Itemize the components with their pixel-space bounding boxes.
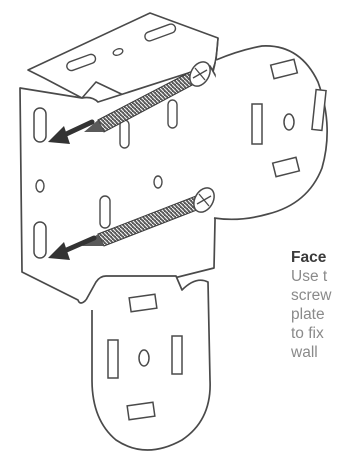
caption-line: plate: [291, 305, 343, 324]
bottom-face-plate: [86, 276, 210, 450]
right-face-plate: [214, 46, 327, 219]
instruction-caption: Face Use t screw plate to fix wall: [291, 248, 343, 362]
caption-title: Face: [291, 248, 343, 267]
caption-line: screw: [291, 286, 343, 305]
caption-line: to fix: [291, 324, 343, 343]
wall-plate: [20, 66, 218, 303]
caption-line: wall: [291, 343, 343, 362]
caption-line: Use t: [291, 267, 343, 286]
